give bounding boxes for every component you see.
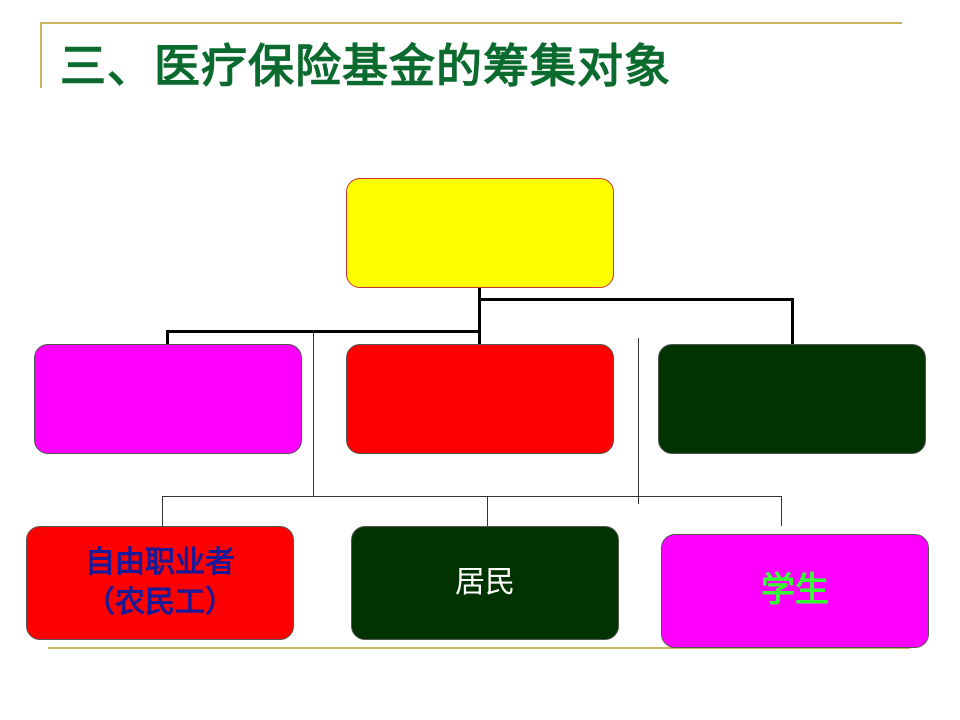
bottom-left-box-label: 自由职业者 （农民工） bbox=[85, 544, 235, 621]
bottom-left-box: 自由职业者 （农民工） bbox=[26, 526, 294, 640]
bottom-right-box: 学生 bbox=[661, 534, 929, 648]
bottom-center-box: 居民 bbox=[351, 526, 619, 640]
mid-right-box bbox=[658, 344, 926, 454]
top-frame-line bbox=[40, 22, 902, 24]
bottom-center-box-label: 居民 bbox=[455, 564, 515, 600]
mid-connector-drop-left bbox=[166, 330, 169, 344]
bottom-connector-drop-center bbox=[487, 496, 488, 526]
mid-connector-horizontal-left bbox=[166, 330, 481, 333]
mid-left-box bbox=[34, 344, 302, 454]
thin-connector-vertical-left bbox=[313, 330, 314, 496]
page-title: 三、医疗保险基金的筹集对象 bbox=[60, 39, 671, 93]
bottom-connector-drop-right bbox=[781, 496, 782, 526]
bottom-connector-horizontal bbox=[162, 496, 782, 497]
mid-connector-horizontal-right bbox=[478, 298, 794, 301]
mid-center-box bbox=[346, 344, 614, 454]
bottom-frame-line bbox=[48, 647, 910, 649]
root-connector-vertical bbox=[478, 288, 481, 344]
thin-connector-vertical-right bbox=[638, 338, 639, 504]
root-box bbox=[346, 178, 614, 288]
bottom-connector-drop-left bbox=[162, 496, 163, 526]
mid-connector-drop-right bbox=[791, 298, 794, 344]
bottom-right-box-label: 学生 bbox=[761, 570, 829, 611]
left-frame-line bbox=[40, 22, 42, 88]
